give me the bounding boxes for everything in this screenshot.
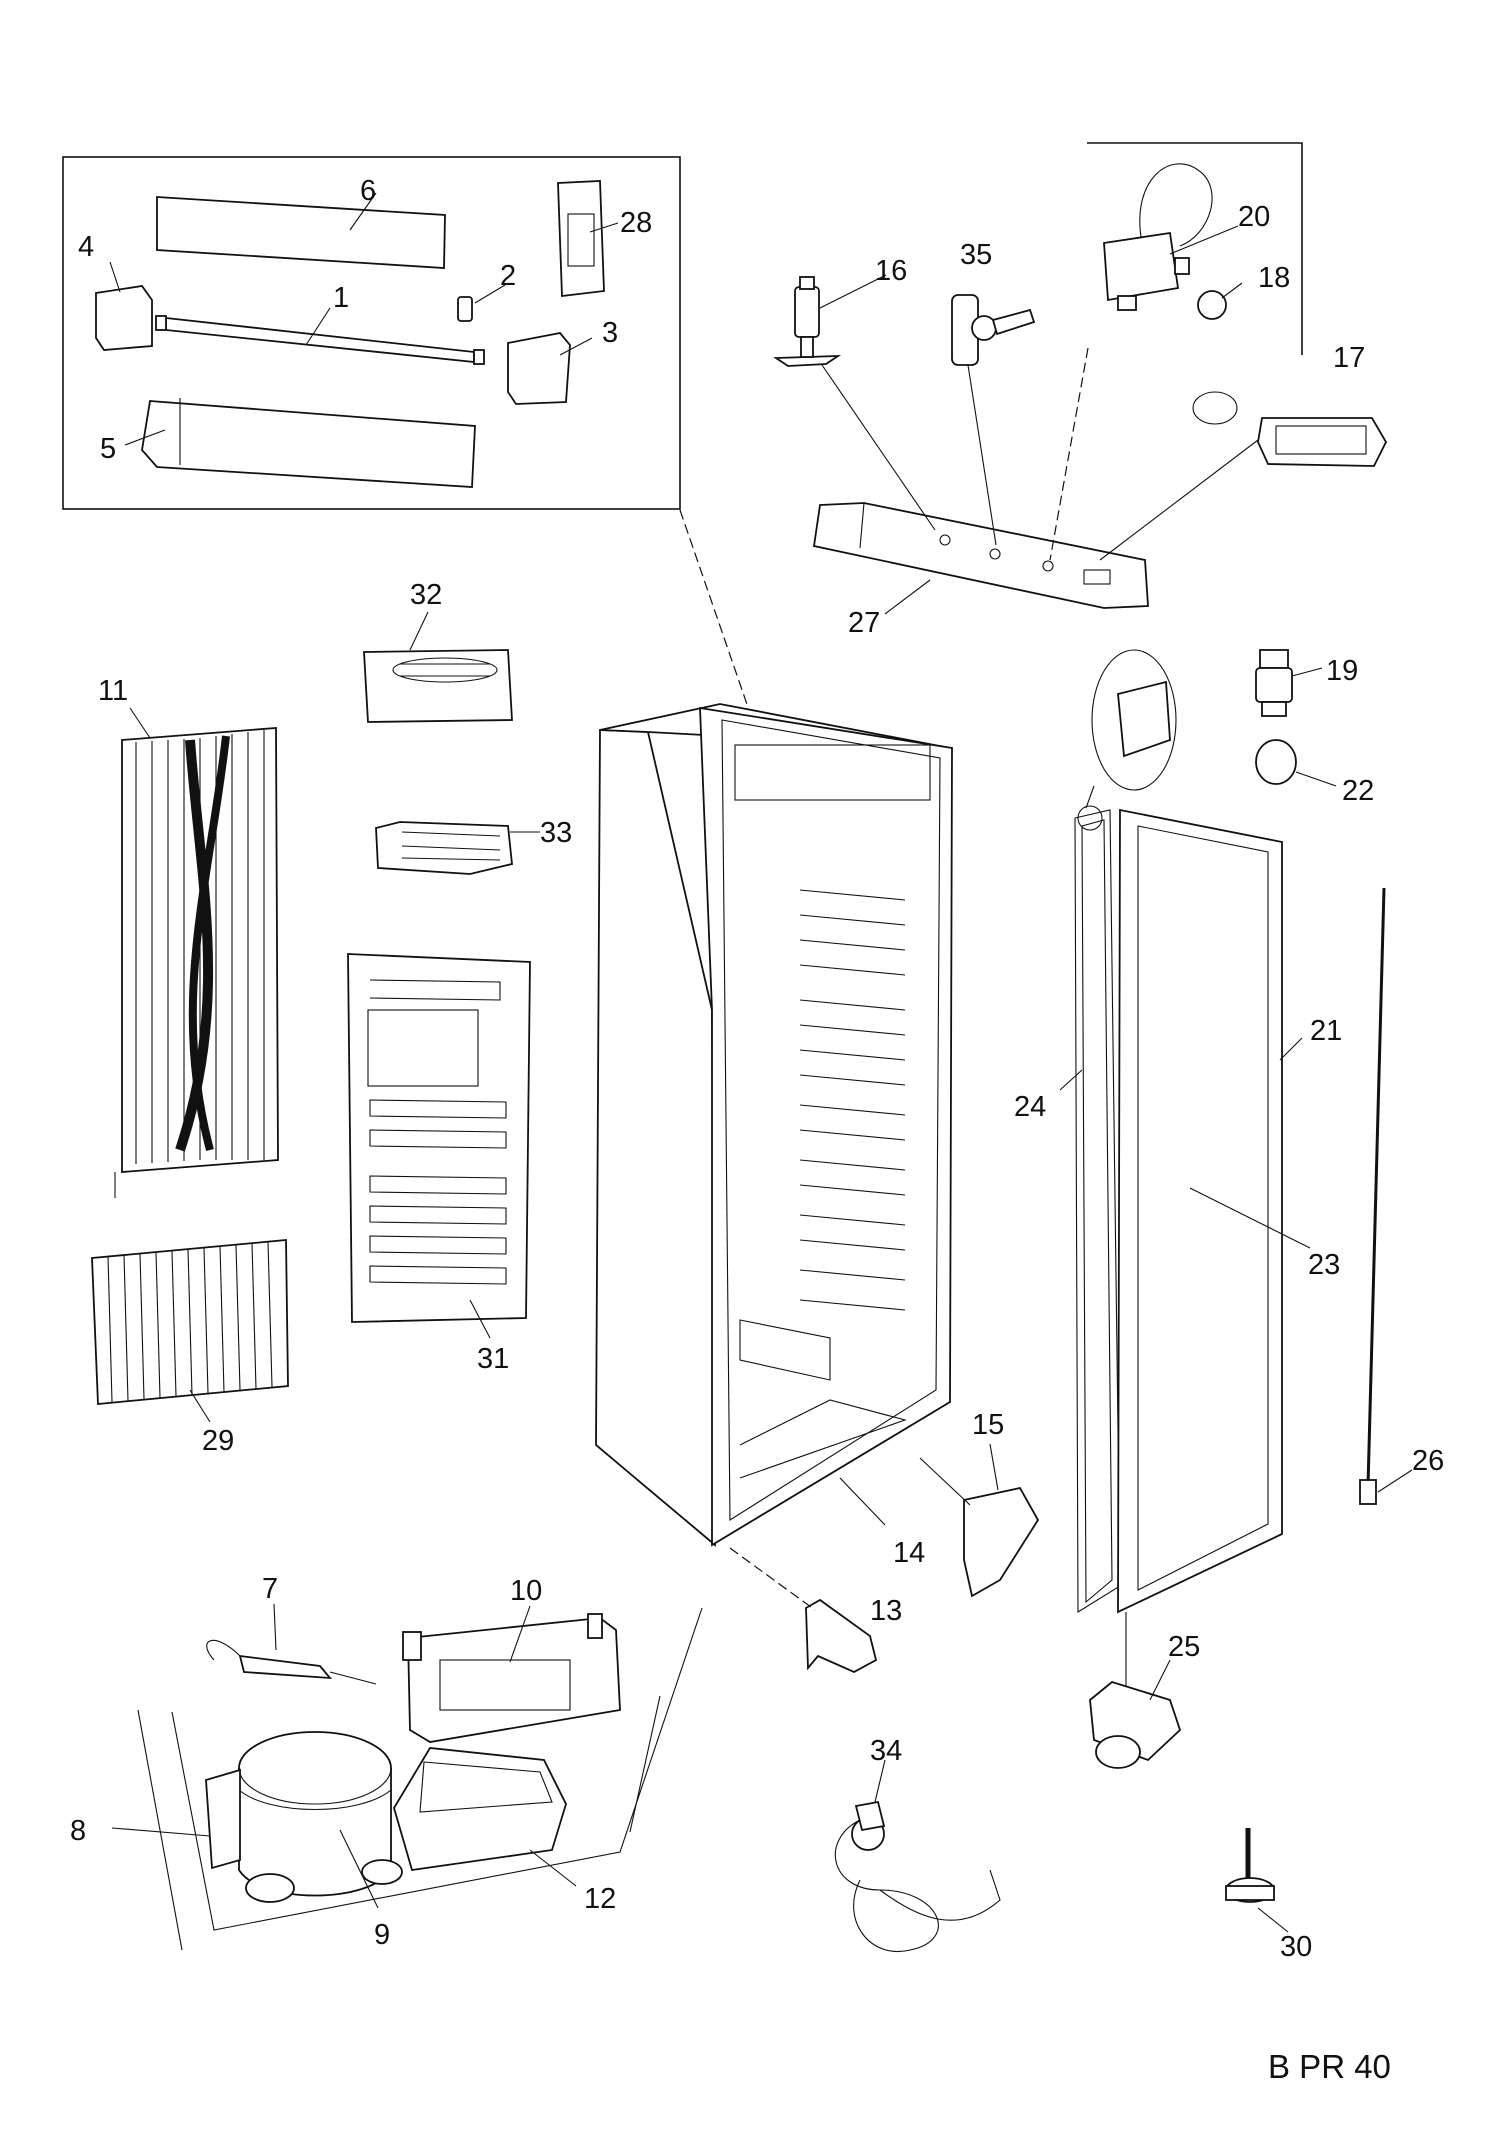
part-7-sensor: 7 bbox=[206, 1573, 377, 1685]
part-17-switch bbox=[1192, 391, 1388, 467]
callout-8: 8 bbox=[70, 1815, 86, 1847]
part-16-lampholder bbox=[773, 276, 842, 367]
callout-10: 10 bbox=[510, 1575, 542, 1607]
part-5-reflector bbox=[141, 400, 476, 488]
part-10-relay-box: 10 bbox=[402, 1575, 621, 1743]
callout-3: 3 bbox=[602, 317, 618, 349]
callout-23: 23 bbox=[1308, 1249, 1340, 1281]
part-14-cabinet: 14 bbox=[595, 703, 953, 1569]
part-29-grille: 29 bbox=[91, 1239, 289, 1457]
part-31-evaporator: 31 bbox=[347, 953, 531, 1375]
part-30-foot: 30 bbox=[1225, 1828, 1312, 1963]
part-25-bottom-hinge: 25 bbox=[1089, 1612, 1200, 1769]
callout-24: 24 bbox=[1014, 1091, 1046, 1123]
callout-6: 6 bbox=[360, 175, 376, 207]
detail-zoom-circle bbox=[1091, 649, 1177, 791]
light-kit-frame bbox=[62, 156, 681, 510]
part-28-ballast bbox=[557, 180, 605, 298]
callout-1: 1 bbox=[333, 282, 349, 314]
part-18-knob bbox=[1197, 290, 1227, 320]
callout-32: 32 bbox=[410, 579, 442, 611]
part-34-power-cord: 34 bbox=[834, 1735, 1001, 1953]
diagram-code: B PR 40 bbox=[1268, 2048, 1391, 2085]
part-9-compressor: 9 bbox=[205, 1731, 403, 1951]
callout-14: 14 bbox=[893, 1537, 925, 1569]
callout-27: 27 bbox=[848, 607, 880, 639]
part-19-hinge-pin: 19 bbox=[1255, 649, 1358, 717]
callout-15: 15 bbox=[972, 1409, 1004, 1441]
part-20-thermostat bbox=[1103, 163, 1213, 311]
part-32-fan-cover: 32 bbox=[363, 579, 513, 723]
callout-13: 13 bbox=[870, 1595, 902, 1627]
compressor-area-group: 7 10 9 12 8 bbox=[70, 1573, 703, 1951]
part-27-housing bbox=[812, 502, 1149, 609]
callout-30: 30 bbox=[1280, 1931, 1312, 1963]
callout-28: 28 bbox=[620, 207, 652, 239]
part-33-fan: 33 bbox=[375, 817, 572, 875]
callout-25: 25 bbox=[1168, 1631, 1200, 1663]
callout-33: 33 bbox=[540, 817, 572, 849]
part-35-lock bbox=[951, 294, 1036, 366]
part-4-endcap bbox=[95, 285, 153, 351]
callout-11: 11 bbox=[98, 675, 128, 707]
callout-5: 5 bbox=[100, 433, 116, 465]
callout-2: 2 bbox=[500, 260, 516, 292]
callout-9: 9 bbox=[374, 1919, 390, 1951]
part-1-tube bbox=[155, 315, 485, 365]
callout-34: 34 bbox=[870, 1735, 902, 1767]
part-22-bushing: 22 bbox=[1255, 739, 1374, 807]
callout-20: 20 bbox=[1238, 201, 1270, 233]
callout-7: 7 bbox=[262, 1573, 278, 1605]
callout-18: 18 bbox=[1258, 262, 1290, 294]
callout-19: 19 bbox=[1326, 655, 1358, 687]
callout-4: 4 bbox=[78, 231, 94, 263]
callout-26: 26 bbox=[1412, 1445, 1444, 1477]
callout-22: 22 bbox=[1342, 775, 1374, 807]
part-24-gasket bbox=[1074, 809, 1121, 1613]
control-panel-group: 16 35 20 18 17 27 bbox=[773, 142, 1388, 639]
part-13-hinge: 13 bbox=[729, 1547, 902, 1674]
door-group: 21 23 24 19 22 26 bbox=[1014, 649, 1444, 1769]
callout-29: 29 bbox=[202, 1425, 234, 1457]
callout-35: 35 bbox=[960, 239, 992, 271]
callout-16: 16 bbox=[875, 255, 907, 287]
part-6-diffuser bbox=[156, 196, 446, 269]
callout-12: 12 bbox=[584, 1883, 616, 1915]
part-2-starter bbox=[457, 296, 473, 322]
callout-31: 31 bbox=[477, 1343, 509, 1375]
part-26-rod: 26 bbox=[1359, 887, 1444, 1505]
part-15-bracket: 15 bbox=[919, 1409, 1040, 1598]
light-kit-group: 6 28 4 2 1 3 5 bbox=[62, 156, 681, 510]
part-21-door-frame bbox=[1117, 808, 1283, 1614]
callout-17: 17 bbox=[1333, 342, 1365, 374]
callout-21: 21 bbox=[1310, 1015, 1342, 1047]
part-11-condenser: 11 bbox=[98, 675, 279, 1198]
part-12-tray: 12 bbox=[393, 1747, 616, 1915]
part-3-endcap bbox=[507, 332, 571, 405]
